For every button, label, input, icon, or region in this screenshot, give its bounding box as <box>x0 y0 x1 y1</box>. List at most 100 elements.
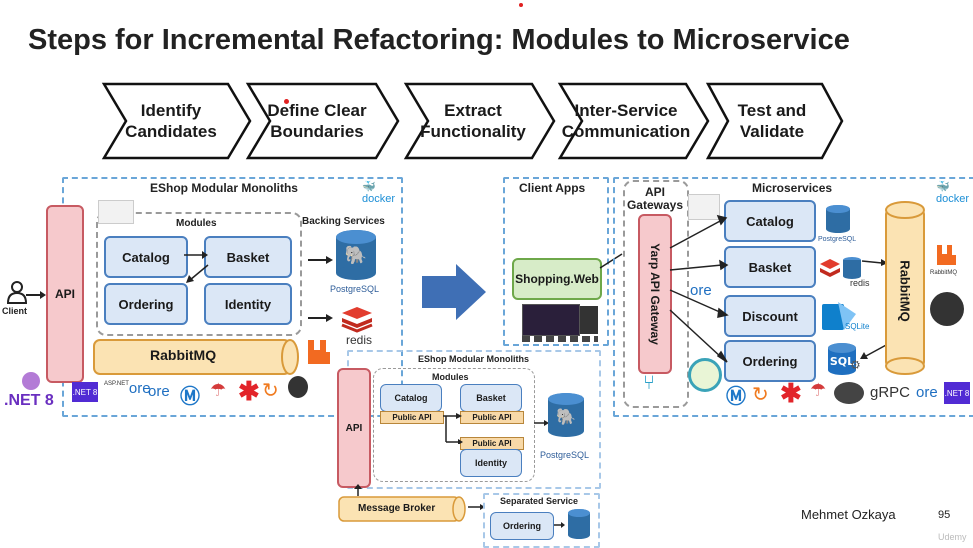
module-identity: Identity <box>204 283 292 325</box>
grafana-like-icon <box>688 358 722 392</box>
asterisk-icon: ✱ <box>238 376 260 406</box>
ms-core-logo-1: ore <box>690 282 712 299</box>
ms-grpc-logo: gRPC <box>870 384 911 401</box>
modules-frame <box>96 212 302 336</box>
net8-logo: .NET 8 <box>4 392 54 409</box>
step-chevron-5 <box>705 82 844 160</box>
bottom-modules-frame <box>373 368 535 482</box>
bottom-basket-public-api: Public API <box>460 411 524 424</box>
rabbitmq-logo-icon <box>308 340 330 364</box>
step-chevron-4 <box>557 82 710 160</box>
gateway-fork-icon: ⑂ <box>643 372 655 394</box>
ms-core-logo-2: ore <box>916 384 938 401</box>
page-number: 95 <box>938 509 951 521</box>
separated-service-frame <box>483 493 600 548</box>
ms-ordering: Ordering <box>724 340 816 382</box>
rabbit-to-ordering-arrow <box>860 343 889 359</box>
ms-catalog-postgres-icon <box>826 205 850 233</box>
bottom-api-bar: API <box>337 368 371 488</box>
mediatr-icon: Ⓜ <box>180 386 200 408</box>
message-broker-bar <box>338 496 466 522</box>
author-name: Mehmet Ozkaya <box>801 507 896 522</box>
module-ordering: Ordering <box>104 283 188 325</box>
postgresql-icon: 🐘 <box>336 230 376 280</box>
bottom-monolith-title: EShop Modular Monoliths <box>418 354 529 364</box>
module-basket: Basket <box>204 236 292 278</box>
basket-to-rabbit-arrow <box>861 259 888 266</box>
broker-arrow <box>468 504 485 510</box>
redis-icon <box>341 307 373 333</box>
client-apps-frame <box>503 177 609 346</box>
ms-rabbitmq-logo-icon <box>937 245 956 265</box>
ms-docker-logo: 🐳docker <box>936 181 970 205</box>
separated-service-title: Separated Service <box>500 496 579 506</box>
step-chevron-1 <box>101 82 252 160</box>
shopping-screenshot-2 <box>580 306 598 334</box>
bottom-postgresql-label: PostgreSQL <box>540 450 590 460</box>
slide-title: Steps for Incremental Refactoring: Modul… <box>28 24 850 56</box>
left-api-bar: API <box>46 205 84 383</box>
gateway-to-services-arrows <box>669 214 729 363</box>
ms-discount: Discount <box>724 295 816 337</box>
ms-parachute-icon: ☂ <box>810 380 827 400</box>
bottom-modules-title: Modules <box>432 372 469 382</box>
refresh-icon: ↻ <box>262 380 279 402</box>
ms-docker-icon: 🐳 <box>936 181 950 193</box>
ms-mediatr-icon: Ⓜ <box>726 386 746 408</box>
svg-text:🐘: 🐘 <box>556 407 576 426</box>
bottom-module-arrows <box>443 413 463 444</box>
yarp-gateway-bar: Yarp API Gateway <box>638 214 672 374</box>
cursor-dot <box>284 99 289 104</box>
separated-db-icon <box>568 509 590 539</box>
microservices-title: Microservices <box>752 181 833 195</box>
shopping-thumbs <box>522 336 598 342</box>
bottom-catalog: Catalog <box>380 384 442 412</box>
bottom-db-arrow <box>534 420 549 426</box>
module-catalog: Catalog <box>104 236 188 278</box>
ms-mascot-icon <box>930 292 964 326</box>
modules-title: Modules <box>176 218 217 229</box>
shopping-screenshot <box>522 304 580 336</box>
ms-ordering-sql-icon: SQL <box>828 343 856 375</box>
user-icon <box>6 281 28 304</box>
client-to-gateway-arrow <box>599 253 623 269</box>
ms-discount-sqlite-label: SQLite <box>845 322 870 331</box>
module-arrows <box>184 251 209 283</box>
ms-mini-doc-icon <box>688 194 720 220</box>
client-label: Client <box>2 306 28 316</box>
ms-discount-sqlite-icon <box>822 302 856 330</box>
api-gateways-frame <box>623 180 689 408</box>
microservices-frame <box>613 177 973 417</box>
docker-icon: 🐳 <box>362 181 376 193</box>
backing-arrows <box>308 256 333 264</box>
ms-refresh-icon: ↻ <box>752 384 769 406</box>
ms-basket-db-icons <box>820 257 861 279</box>
ms-sql-gear-icon: ⚙ <box>850 358 861 372</box>
separated-ordering: Ordering <box>490 512 554 540</box>
backing-services-title: Backing Services <box>302 216 385 227</box>
ms-basket-redis-label: redis <box>850 278 870 288</box>
bottom-identity: Identity <box>460 449 522 477</box>
svg-text:SQL: SQL <box>830 355 854 368</box>
rabbitmq-bar <box>93 339 299 375</box>
client-apps-title: Client Apps <box>519 181 586 195</box>
parachute-icon: ☂ <box>210 380 227 400</box>
bottom-catalog-public-api: Public API <box>380 411 444 424</box>
shopping-web-box[interactable]: Shopping.Web <box>512 258 602 300</box>
ms-net8-badge: .NET 8 <box>944 382 970 404</box>
ms-elephant-icon <box>834 382 864 404</box>
postgresql-label: PostgreSQL <box>330 284 380 294</box>
svg-text:🐘: 🐘 <box>345 245 367 266</box>
message-broker-label: Message Broker <box>358 503 436 514</box>
ms-rabbitmq-logo-label: RabbitMQ <box>930 270 958 276</box>
dotnet-bot-icon <box>22 372 40 390</box>
docker-logo: 🐳docker <box>362 181 396 205</box>
net8-badge: .NET 8 <box>72 382 98 402</box>
bottom-basket: Basket <box>460 384 522 412</box>
redis-label: redis <box>346 333 373 347</box>
